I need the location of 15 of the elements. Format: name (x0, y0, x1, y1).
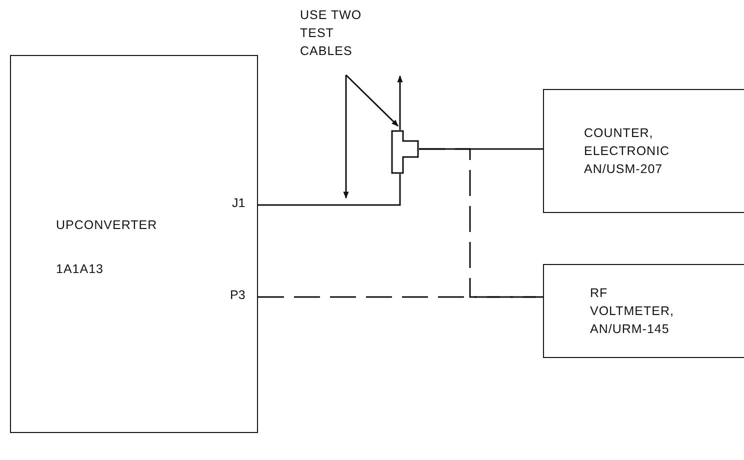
port-label: J1 (232, 196, 246, 210)
node-text: RF VOLTMETER, AN/URM-145 (590, 284, 675, 338)
leader-line (345, 74, 399, 127)
equipment-box (543, 264, 744, 358)
node-text: USE TWO TEST CABLES (300, 7, 363, 60)
equipment-box (10, 55, 258, 433)
cable-line (258, 174, 401, 206)
node-text: COUNTER, ELECTRONIC AN/USM-207 (584, 124, 671, 178)
cable-arrow (397, 75, 403, 130)
node-text: 1A1A13 (56, 261, 104, 278)
node-text: UPCONVERTER (56, 217, 158, 234)
port-label: P3 (230, 288, 246, 302)
leader-line (343, 75, 349, 199)
equipment-box (543, 89, 744, 213)
cable-line (419, 148, 543, 150)
